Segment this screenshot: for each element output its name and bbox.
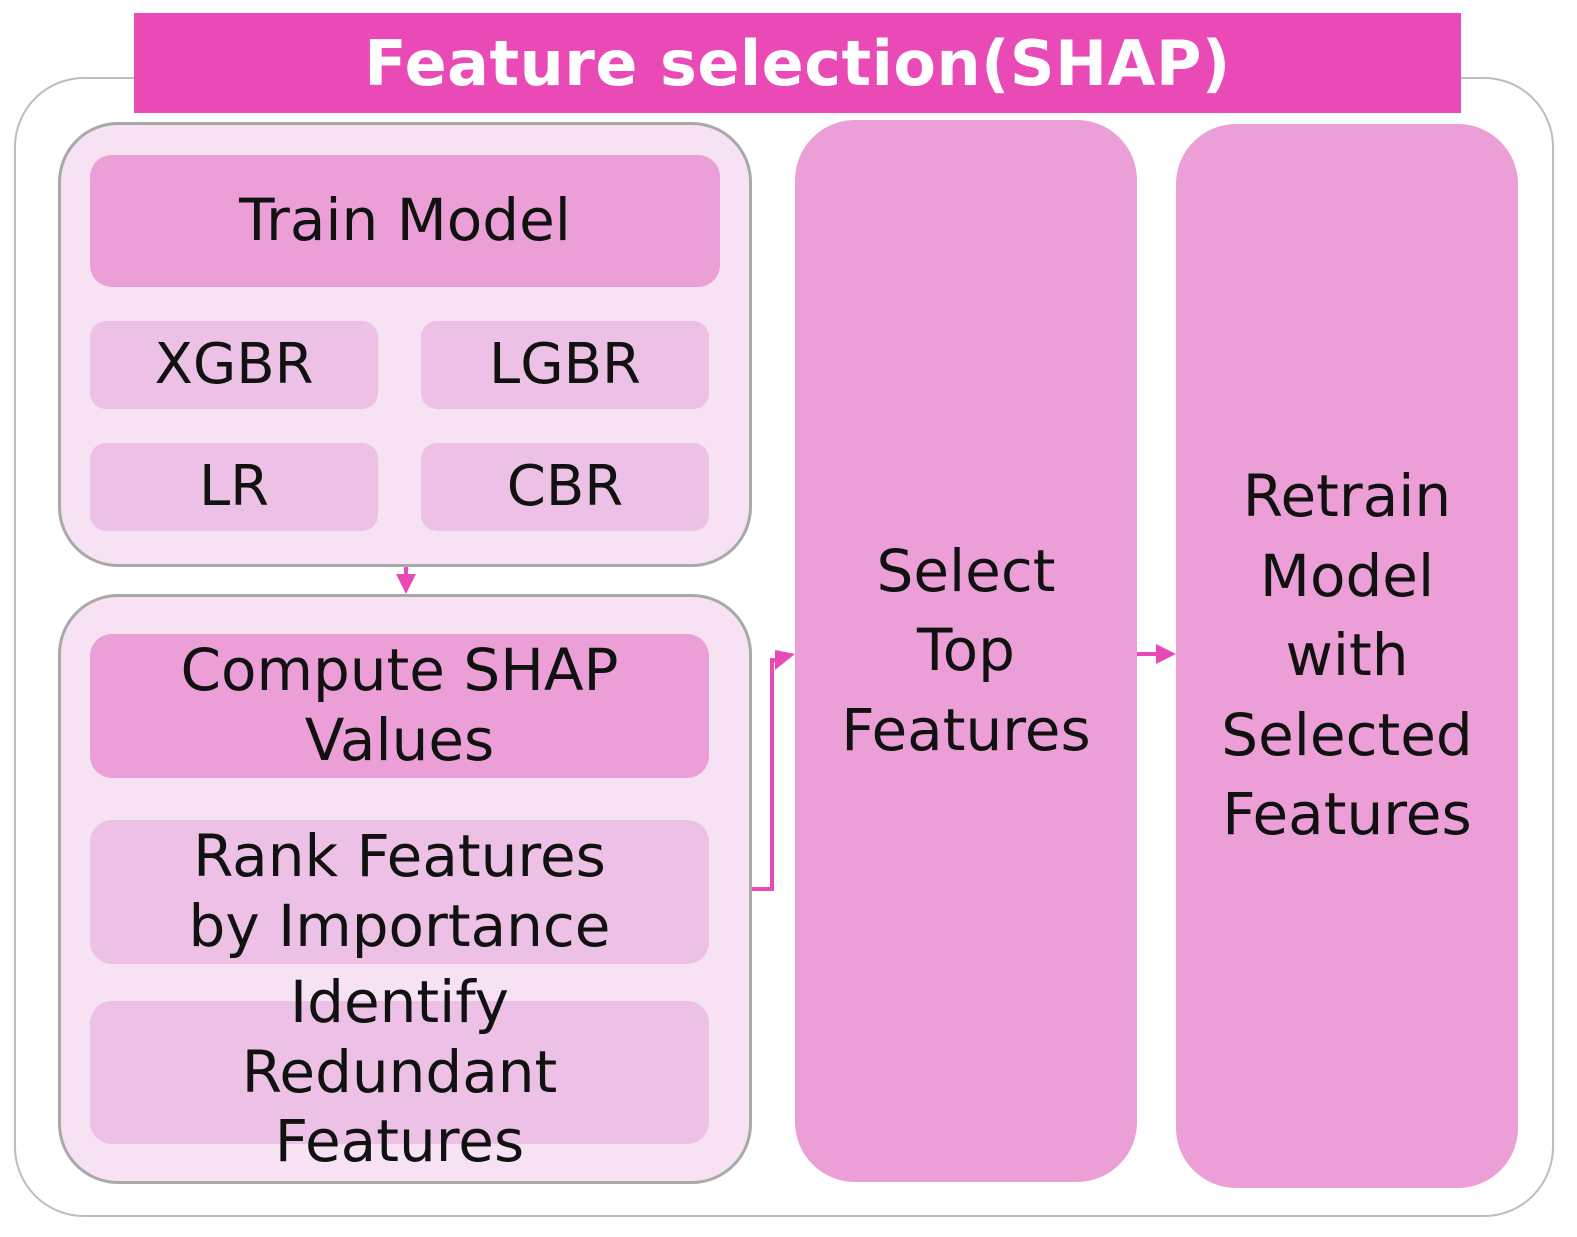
model-xgbr-label: XGBR: [154, 332, 314, 398]
model-lr-label: LR: [198, 454, 270, 520]
model-lr: LR: [90, 443, 378, 531]
select-top-features-label: Select Top Features: [841, 536, 1091, 764]
train-model-box: Train Model: [90, 155, 720, 287]
diagram-title: Feature selection(SHAP): [364, 26, 1231, 100]
select-top-features-column: Select Top Features: [795, 120, 1137, 1182]
model-lgbr-label: LGBR: [489, 332, 641, 398]
model-cbr-label: CBR: [506, 454, 624, 520]
model-lgbr: LGBR: [421, 321, 709, 409]
compute-shap-box: Compute SHAP Values: [90, 634, 709, 778]
model-xgbr: XGBR: [90, 321, 378, 409]
retrain-model-label: Retrain Model with Selected Features: [1221, 462, 1473, 849]
compute-shap-label: Compute SHAP Values: [180, 636, 619, 774]
identify-redundant-box: Identify Redundant Features: [90, 968, 709, 1175]
retrain-model-column: Retrain Model with Selected Features: [1176, 124, 1518, 1188]
rank-features-label: Rank Features by Importance: [188, 822, 611, 960]
model-cbr: CBR: [421, 443, 709, 531]
title-banner: Feature selection(SHAP): [134, 13, 1461, 113]
train-model-label: Train Model: [239, 186, 571, 255]
rank-features-box: Rank Features by Importance: [90, 820, 709, 964]
identify-redundant-label: Identify Redundant Features: [241, 968, 558, 1176]
